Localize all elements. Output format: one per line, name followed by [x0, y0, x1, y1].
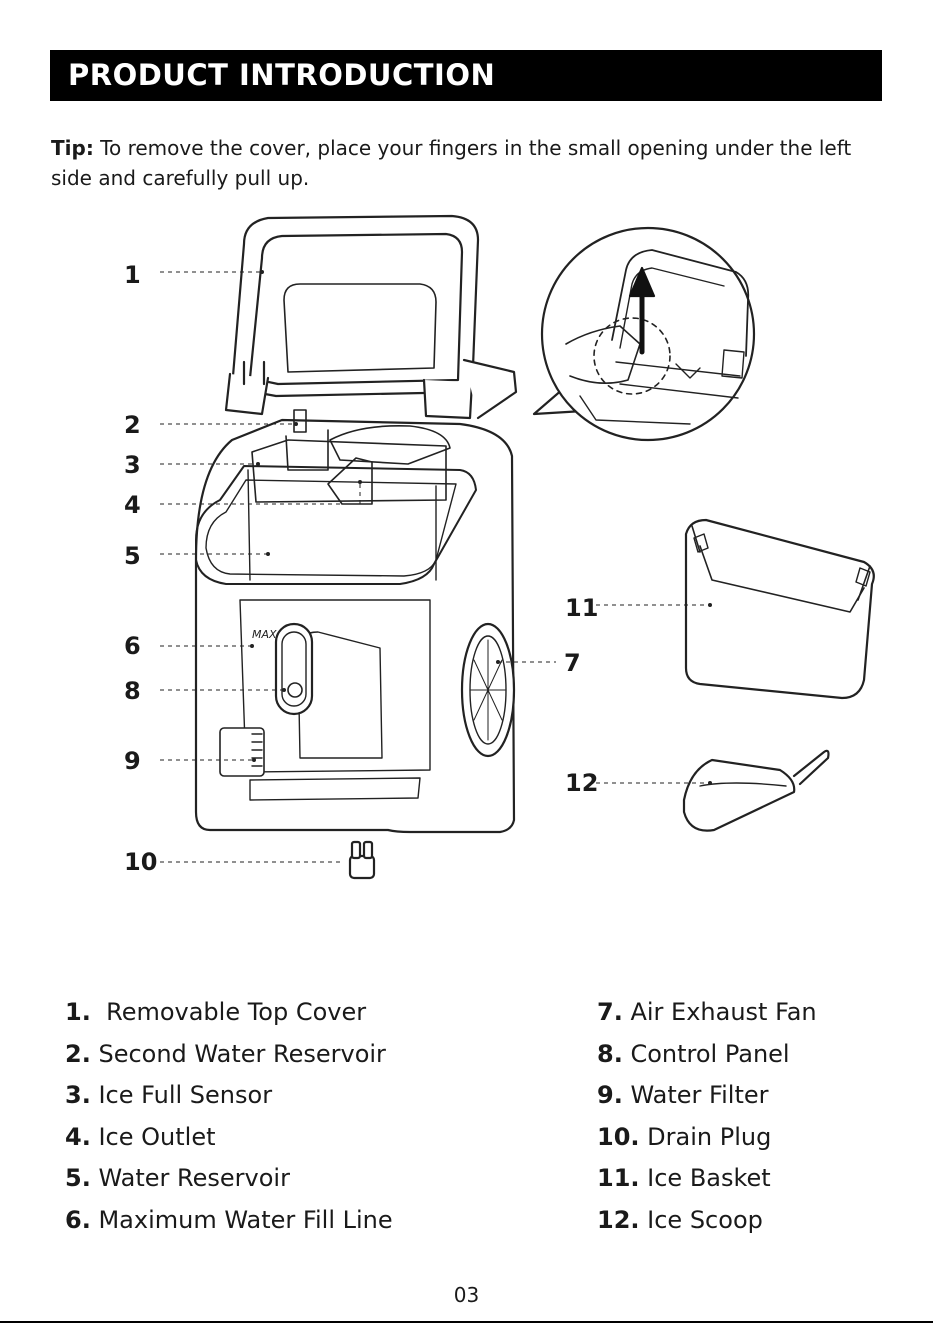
callout-12: 12 — [565, 769, 599, 797]
part-number: 9. — [597, 1081, 623, 1109]
part-name: Ice Outlet — [98, 1122, 216, 1151]
list-item: 3. Ice Full Sensor — [65, 1075, 393, 1117]
list-item: 11. Ice Basket — [597, 1158, 817, 1200]
list-item: 9. Water Filter — [597, 1075, 817, 1117]
page-number: 03 — [453, 1283, 480, 1307]
part-name: Water Filter — [630, 1081, 769, 1109]
callout-7: 7 — [564, 649, 581, 677]
list-item: 4. Ice Outlet — [65, 1117, 393, 1159]
callout-8: 8 — [124, 677, 141, 705]
part-name: Air Exhaust Fan — [630, 998, 817, 1026]
callout-4: 4 — [124, 491, 141, 519]
ice-maker-body-illustration — [194, 409, 516, 834]
part-number: 3. — [65, 1081, 91, 1109]
section-header-banner: PRODUCT INTRODUCTION — [50, 50, 882, 101]
callout-5: 5 — [124, 542, 141, 570]
list-item: 10. Drain Plug — [597, 1117, 817, 1159]
part-number: 2. — [65, 1039, 91, 1068]
part-number: 12. — [597, 1205, 640, 1234]
bottom-divider — [0, 1321, 933, 1323]
part-name: Water Reservoir — [98, 1164, 290, 1192]
part-name: Ice Basket — [647, 1164, 771, 1192]
callout-6: 6 — [124, 632, 141, 660]
part-name: Drain Plug — [647, 1122, 772, 1151]
part-number: 11. — [597, 1164, 640, 1192]
part-name: Control Panel — [630, 1039, 790, 1068]
callout-2: 2 — [124, 411, 141, 439]
list-item: 8. Control Panel — [597, 1034, 817, 1076]
max-fill-mark: MAX — [252, 628, 277, 641]
ice-scoop-illustration — [682, 749, 830, 832]
callout-3: 3 — [124, 451, 141, 479]
callout-9: 9 — [124, 747, 141, 775]
list-item: 5. Water Reservoir — [65, 1158, 393, 1200]
list-item: 12. Ice Scoop — [597, 1200, 817, 1242]
leader-lines — [160, 271, 710, 863]
part-number: 6. — [65, 1205, 91, 1234]
tip-text: To remove the cover, place your fingers … — [51, 136, 852, 190]
part-number: 8. — [597, 1039, 623, 1068]
parts-list-left: 1. Removable Top Cover 2. Second Water R… — [65, 992, 393, 1241]
part-number: 4. — [65, 1122, 91, 1151]
drain-plug-illustration — [348, 840, 376, 880]
parts-list-right: 7. Air Exhaust Fan 8. Control Panel 9. W… — [597, 992, 817, 1241]
callout-1: 1 — [124, 261, 141, 289]
callout-11: 11 — [565, 594, 599, 622]
part-number: 5. — [65, 1164, 91, 1192]
part-name: Removable Top Cover — [106, 998, 367, 1026]
part-name: Second Water Reservoir — [98, 1039, 386, 1068]
part-name: Ice Scoop — [647, 1205, 763, 1234]
product-diagram: MAX — [160, 214, 875, 880]
part-name: Maximum Water Fill Line — [98, 1205, 393, 1234]
list-item: 1. Removable Top Cover — [65, 992, 393, 1034]
part-name: Ice Full Sensor — [98, 1081, 273, 1109]
tip-label: Tip: — [51, 136, 94, 160]
part-number: 10. — [597, 1122, 640, 1151]
part-number: 7. — [597, 998, 623, 1026]
section-title: PRODUCT INTRODUCTION — [68, 58, 496, 92]
top-cover-illustration — [224, 214, 518, 420]
list-item: 2. Second Water Reservoir — [65, 1034, 393, 1076]
tip-paragraph: Tip: To remove the cover, place your fin… — [51, 133, 891, 193]
list-item: 6. Maximum Water Fill Line — [65, 1200, 393, 1242]
part-number: 1. — [65, 998, 91, 1026]
list-item: 7. Air Exhaust Fan — [597, 992, 817, 1034]
ice-basket-illustration — [684, 518, 875, 700]
callout-10: 10 — [124, 848, 158, 876]
leader-dots — [250, 270, 712, 785]
